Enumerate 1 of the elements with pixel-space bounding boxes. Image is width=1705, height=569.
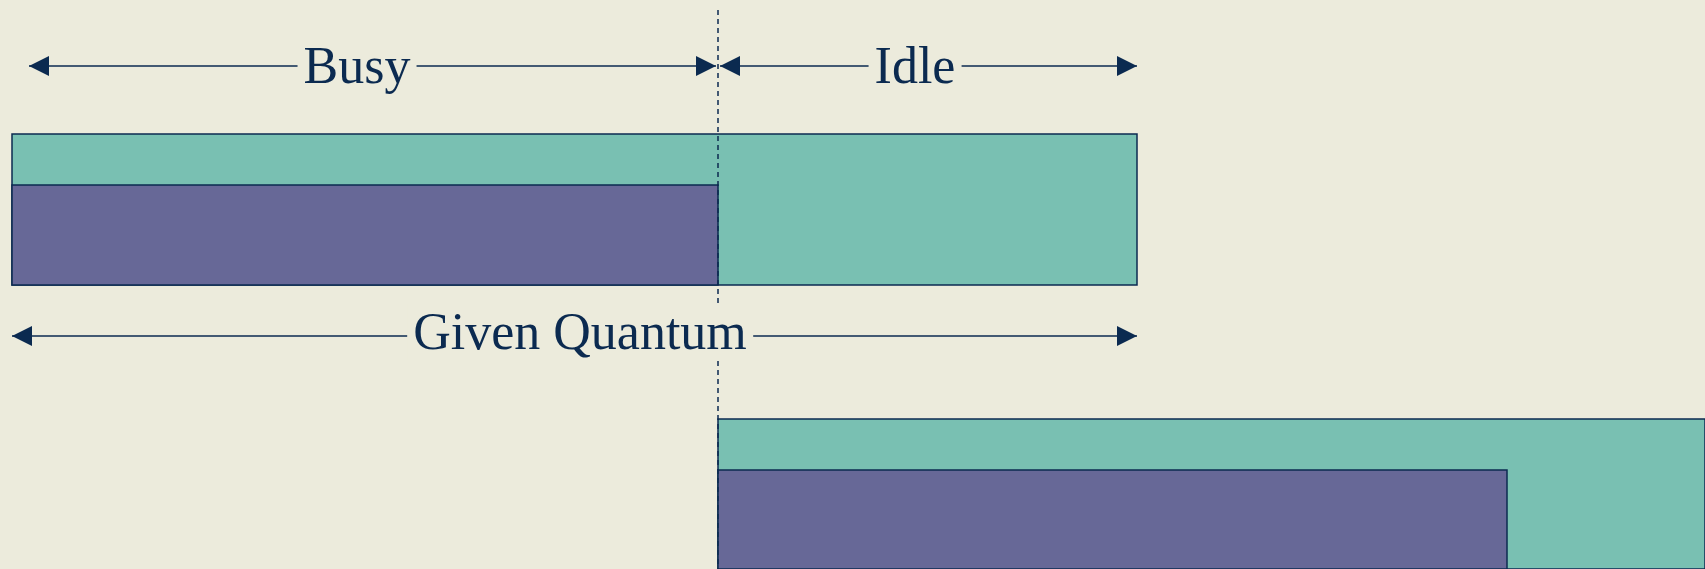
dimension-label: Given Quantum (407, 304, 753, 360)
